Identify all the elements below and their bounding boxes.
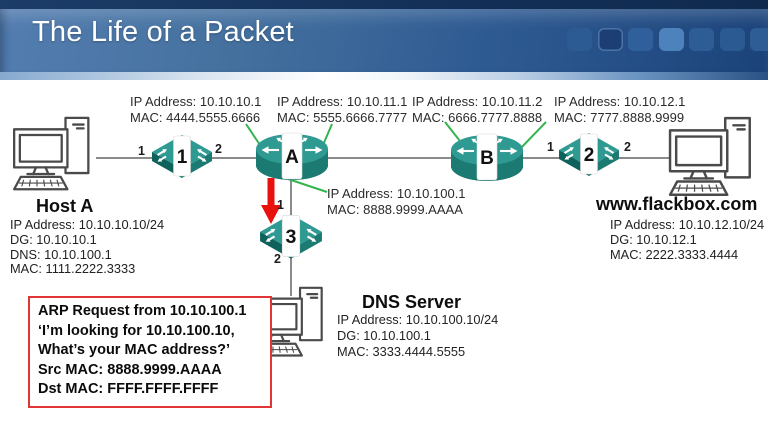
mac-line: MAC: 6666.7777.8888 [412,109,543,125]
switch2-port-1: 1 [547,140,554,154]
detail-line: MAC: 1111.2222.3333 [10,261,136,277]
detail-line: MAC: 2222.3333.4444 [610,246,739,262]
deco-square [628,28,653,51]
deco-square [689,28,714,51]
router-a: A [254,132,330,182]
arp-request-callout: ARP Request from 10.10.100.1 ‘I’m lookin… [28,296,272,408]
deco-square [750,28,768,51]
router-icon: B [451,133,523,181]
detail-line: IP Address: 10.10.10.10/24 [10,217,165,232]
switch1-port-1: 1 [138,144,145,158]
arp-line: ARP Request from 10.10.100.1 [38,303,247,319]
dns-server-details: IP Address: 10.10.100.10/24 DG: 10.10.10… [337,312,498,360]
switch1-port-2: 2 [215,142,222,156]
switch3-port-2: 2 [274,252,281,266]
mac-line: MAC: 4444.5555.6666 [130,109,261,125]
detail-line: DG: 10.10.12.1 [610,231,697,247]
mac-line: MAC: 8888.9999.AAAA [327,201,463,217]
svg-text:3: 3 [286,226,297,248]
detail-line: IP Address: 10.10.12.10/24 [610,217,765,232]
switch-1: 1 [150,133,214,183]
ip-line: IP Address: 10.10.11.2 [412,94,543,109]
arp-line: ‘I’m looking for 10.10.100.10, [38,322,235,339]
interface-label-1: IP Address: 10.10.10.1 MAC: 4444.5555.66… [130,94,261,125]
computer-icon [668,116,751,197]
slide-header: The Life of a Packet [0,9,768,72]
header-top-bar [0,0,768,9]
host-a-name: Host A [36,196,94,216]
detail-line: DNS: 10.10.100.1 [10,246,112,262]
interface-label-3: IP Address: 10.10.11.2 MAC: 6666.7777.88… [412,94,542,125]
interface-label-2: IP Address: 10.10.11.1 MAC: 5555.6666.77… [277,94,407,125]
flackbox-details: IP Address: 10.10.12.10/24 DG: 10.10.12.… [610,217,765,262]
deco-square [597,28,623,51]
page-title: The Life of a Packet [32,16,294,48]
ip-line: IP Address: 10.10.11.1 [277,94,408,109]
detail-line: MAC: 3333.4444.5555 [337,344,466,359]
host-a-details: IP Address: 10.10.10.10/24 DG: 10.10.10.… [10,217,165,277]
switch-icon: 3 [260,214,322,259]
svg-text:B: B [480,148,494,169]
switch-icon: 1 [152,135,212,178]
ip-line: IP Address: 10.10.10.1 [130,94,262,109]
header-deco-squares [567,28,768,51]
arp-line: Dst MAC: FFFF.FFFF.FFFF [38,381,219,397]
detail-line: IP Address: 10.10.100.10/24 [337,312,499,327]
svg-text:A: A [285,147,299,168]
router-b: B [449,133,525,183]
mac-line: MAC: 7777.8888.9999 [554,109,685,125]
switch-3: 3 [258,212,324,264]
interface-label-4: IP Address: 10.10.12.1 MAC: 7777.8888.99… [554,94,685,125]
detail-line: DG: 10.10.10.1 [10,231,97,247]
detail-line: DG: 10.10.100.1 [337,328,431,343]
arp-line: Src MAC: 8888.9999.AAAA [38,361,222,378]
interface-label-5: IP Address: 10.10.100.1 MAC: 8888.9999.A… [327,186,466,217]
deco-square [658,28,684,51]
router-icon: A [256,132,328,180]
svg-text:2: 2 [584,145,595,166]
mac-line: MAC: 5555.6666.7777 [277,109,408,125]
arp-line: What’s your MAC address?’ [38,342,231,358]
svg-text:1: 1 [177,147,188,168]
flackbox-name: www.flackbox.com [596,194,758,214]
ip-line: IP Address: 10.10.100.1 [327,186,466,201]
header-divider [0,72,768,80]
flackbox-computer [668,113,762,203]
computer-icon [13,116,90,191]
switch-icon: 2 [559,133,619,176]
dns-server-name: DNS Server [362,292,462,312]
host-a-computer [12,116,100,194]
switch-2: 2 [557,131,621,181]
ip-line: IP Address: 10.10.12.1 [554,94,686,109]
switch3-port-1: 1 [277,198,284,212]
deco-square [719,28,745,51]
switch2-port-2: 2 [624,140,631,154]
deco-square [567,28,592,51]
